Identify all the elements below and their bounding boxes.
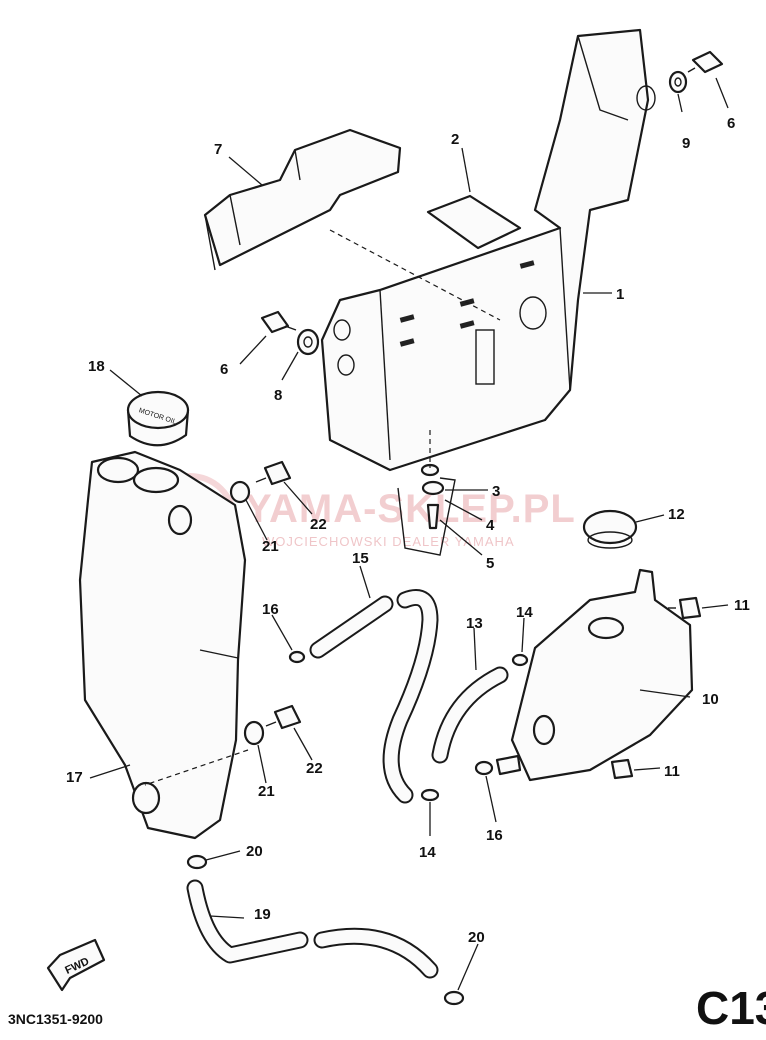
callout-17: 17 [66,769,83,786]
part-15-hose [309,595,394,659]
callout-8: 8 [274,387,282,404]
callout-9: 9 [682,135,690,152]
callout-12: 12 [668,506,685,523]
leader-lines [89,77,729,991]
callout-5: 5 [486,555,494,572]
part-16-clamp-lower [474,760,494,776]
watermark: YAMA-SKLEP.PL WOJCIECHOWSKI DEALER YAMAH… [143,473,576,567]
callout-21-lower: 21 [258,783,275,800]
watermark-text: YAMA-SKLEP.PL [245,487,576,531]
callout-11-lower: 11 [664,763,680,780]
part-12-cap [582,509,638,549]
part-19-hose [186,879,439,979]
part-17-reservoir-tank [78,450,247,840]
callout-1: 1 [616,286,624,303]
callout-22-upper: 22 [310,516,327,533]
part-21-grommet-lower [243,720,265,746]
callout-22-lower: 22 [306,760,323,777]
long-hose [382,589,439,804]
part-10-sub-tank [495,568,694,782]
part-20-clamp-upper [186,854,208,870]
part-9-washer [668,70,688,94]
part-16-clamp-left [288,650,306,664]
callout-2: 2 [451,131,459,148]
catalog-code: 3NC1351-9200 [8,1011,103,1027]
callout-11-upper: 11 [734,597,750,614]
callout-13: 13 [466,615,483,632]
part-8-grommet [296,328,320,356]
callout-10: 10 [702,691,719,708]
callout-20-lower: 20 [468,929,485,946]
part-11-bolt-lower [610,758,634,780]
callout-21-upper: 21 [262,538,279,555]
part-1-shroud [320,28,656,472]
part-6-bolt-upper [687,50,724,74]
callouts: 1 2 3 4 5 6 6 7 8 9 10 11 11 12 13 14 14… [66,115,750,946]
callout-19: 19 [254,906,271,923]
callout-16-lower: 16 [486,827,503,844]
callout-20-upper: 20 [246,843,263,860]
part-22-bolt-upper [255,460,292,486]
part-20-clamp-lower [443,990,465,1006]
part-18-cap: MOTOR OIL [126,390,190,447]
callout-3: 3 [492,483,500,500]
watermark-subtext: WOJCIECHOWSKI DEALER YAMAHA [262,534,515,549]
part-13-hose [431,666,509,764]
page-code: C13 [696,982,766,1034]
part-6-bolt-left [260,310,297,334]
callout-14-lower: 14 [419,844,436,861]
callout-4: 4 [486,517,495,534]
callout-18: 18 [88,358,105,375]
part-14-clamp-lower [420,788,440,802]
fwd-arrow-icon: FWD [46,938,106,992]
callout-6-upper: 6 [727,115,735,132]
part-11-bolt-upper [668,596,702,620]
callout-14-upper: 14 [516,604,533,621]
part-14-clamp-right [511,653,529,667]
callout-15: 15 [352,550,369,567]
part-22-bolt-lower [265,704,302,730]
part-21-grommet-upper [229,480,251,504]
part-2-pad [426,194,522,250]
callout-16-left: 16 [262,601,279,618]
part-7-duct [203,128,402,271]
callout-7: 7 [214,141,222,158]
part-3-5-hardware [397,463,456,556]
callout-6-left: 6 [220,361,228,378]
